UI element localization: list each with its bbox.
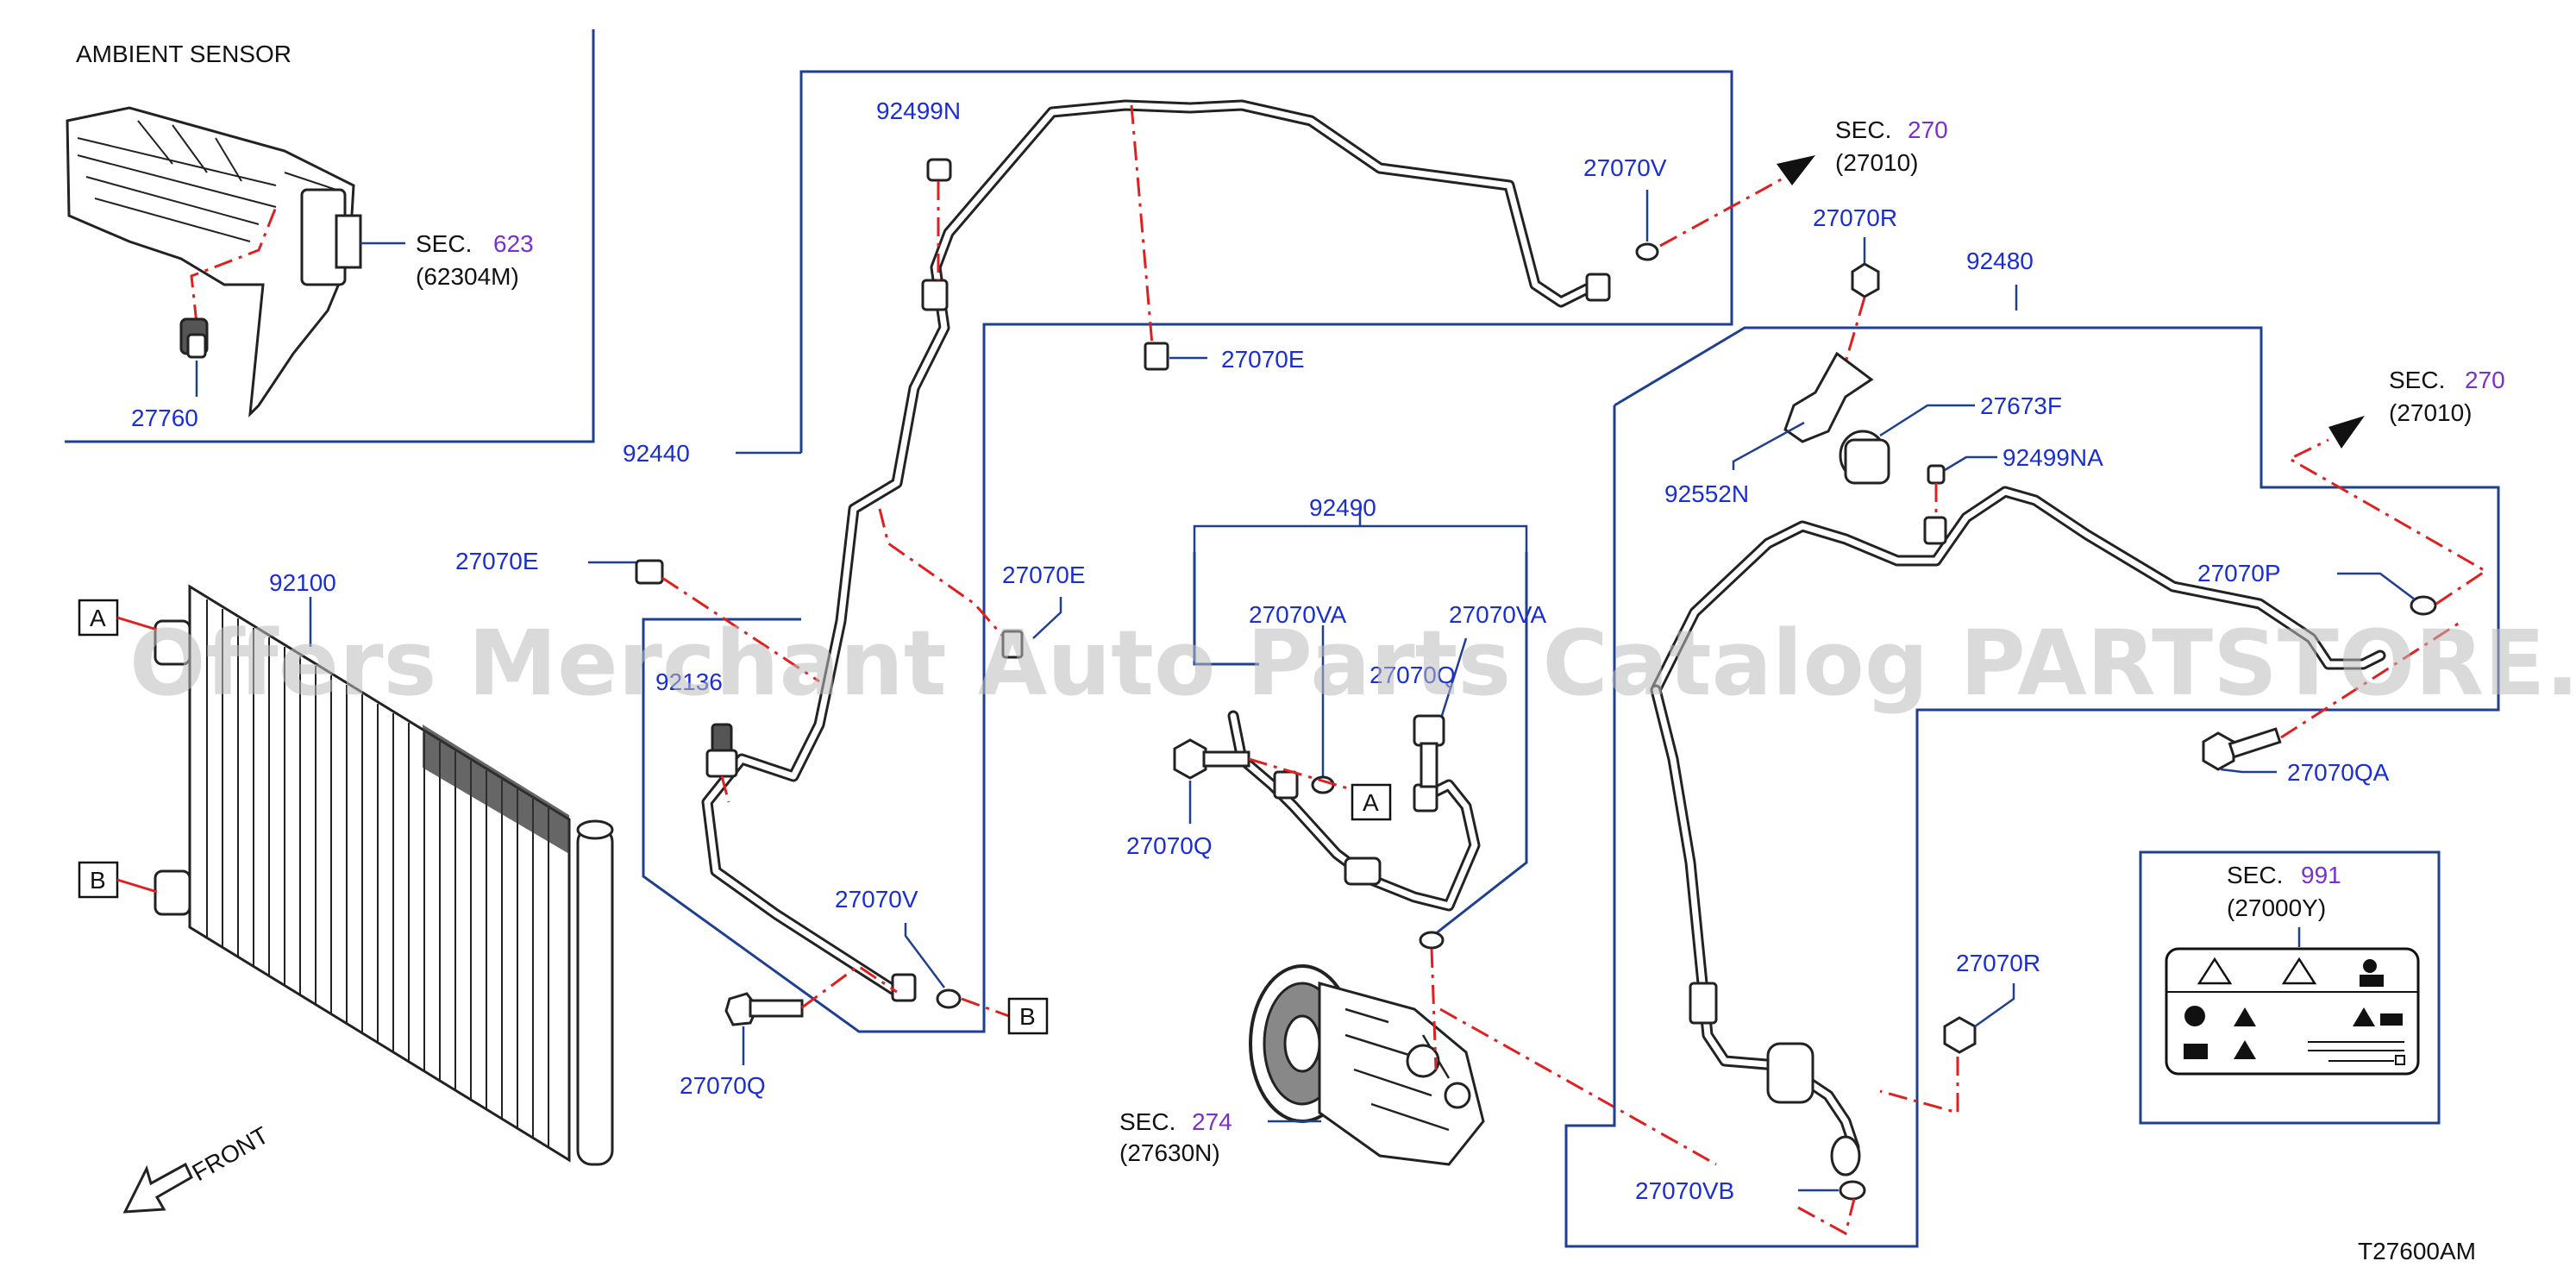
sec-274-ref: (27630N)	[1119, 1139, 1220, 1166]
oring-27070va-left	[1311, 775, 1335, 794]
diagram-code: T27600AM	[2358, 1238, 2476, 1264]
part-label-27070p[interactable]: 27070P	[2197, 560, 2281, 587]
part-label-27070q-bottom[interactable]: 27070Q	[680, 1072, 766, 1099]
warning-triangle-icon	[2197, 957, 2233, 985]
clip-27070e-left-group: 27070E	[455, 548, 820, 683]
ambient-sensor-inset: AMBIENT SENSOR 27760 SEC. 623 (62304M)	[65, 29, 595, 443]
sec-991-inset: SEC. 991 (27000Y)	[2139, 850, 2441, 1125]
part-label-27070e-mid[interactable]: 27070E	[1002, 562, 1086, 588]
clip-27070e-mid	[1001, 630, 1024, 659]
front-arrow: FRONT	[122, 1121, 273, 1214]
nut-27070r-bottom	[1943, 1016, 1977, 1054]
compressor	[1249, 964, 1485, 1166]
sec-274-prefix: SEC.	[1119, 1108, 1175, 1135]
caution-icon	[2234, 1007, 2256, 1026]
part-label-27070e-top[interactable]: 27070E	[1221, 346, 1305, 373]
ref-letter-b-left: B	[90, 867, 106, 894]
part-label-92100[interactable]: 92100	[269, 569, 336, 596]
oring-27070p	[2410, 595, 2437, 616]
part-label-27070q-center[interactable]: 27070Q	[1369, 662, 1456, 688]
part-label-27070vb[interactable]: 27070VB	[1635, 1177, 1734, 1204]
ref-letter-a-right: A	[1363, 789, 1379, 816]
sensor-dash	[190, 206, 278, 324]
sec-270-top-prefix: SEC.	[1835, 116, 1891, 143]
part-label-27673f[interactable]: 27673F	[1980, 392, 2062, 419]
arrow-to-sec-270-top	[1777, 155, 1815, 185]
clip-27070e-top	[1144, 342, 1169, 371]
person-icon	[2363, 959, 2377, 973]
ref-box-b-left	[78, 861, 119, 899]
part-label-27070va-right[interactable]: 27070VA	[1449, 601, 1546, 628]
ref-box-b-right	[1007, 997, 1049, 1035]
front-label: FRONT	[188, 1121, 273, 1186]
part-label-92499na[interactable]: 92499NA	[2003, 444, 2103, 471]
part-label-27070v-top[interactable]: 27070V	[1583, 154, 1667, 181]
caution-icon-right	[2353, 1007, 2375, 1026]
bolt-27070q-center	[1413, 714, 1445, 788]
gear-icon	[2184, 1006, 2205, 1026]
sec-991-number[interactable]: 991	[2301, 862, 2341, 888]
pipe-fitting-upper	[921, 279, 949, 311]
oil-can-icon	[2184, 1044, 2208, 1059]
condenser-mount-b	[154, 869, 191, 916]
part-label-27070r-bottom[interactable]: 27070R	[1956, 950, 2040, 976]
ref-letter-a-left: A	[90, 605, 106, 631]
group-92490: 92490 27070VA 27070VA 27070Q A 27070Q	[1126, 494, 1546, 950]
pipe-fitting-right	[1585, 273, 1611, 302]
part-label-92499n[interactable]: 92499N	[876, 97, 961, 124]
bumper-sketch	[66, 106, 362, 418]
sec-991-prefix: SEC.	[2227, 862, 2283, 888]
sec-270-top-number[interactable]: 270	[1908, 116, 1948, 143]
cap-92499n	[926, 158, 952, 182]
part-label-92440[interactable]: 92440	[623, 440, 690, 467]
nut-27070r-top	[1851, 262, 1880, 298]
pipe-fitting-lower	[891, 973, 917, 1002]
part-label-27070v-bottom[interactable]: 27070V	[835, 886, 918, 913]
sec-270-right-number[interactable]: 270	[2465, 367, 2505, 393]
group-92440: 92440 92499N 27070E 27070V SEC. 270 (270…	[623, 70, 1948, 1099]
oring-27070v-bottom	[936, 988, 962, 1009]
group-92480: 92480 27070R 92552N 27673F 92499NA 2707	[1564, 204, 2505, 1248]
oring-27070v-top	[1635, 242, 1659, 261]
arrow-to-sec-270-right	[2328, 416, 2365, 449]
oring-27070va-right	[1419, 931, 1445, 950]
ref-letter-b-right: B	[1019, 1003, 1036, 1030]
sec-274-number[interactable]: 274	[1192, 1108, 1232, 1135]
sec-623-number[interactable]: 623	[493, 230, 534, 257]
bracket-92552n	[1783, 351, 1874, 443]
sec-623-ref: (62304M)	[416, 263, 519, 290]
sec-991-ref: (27000Y)	[2227, 894, 2326, 921]
watermark-text: Offers Merchant Auto Parts Catalog PARTS…	[129, 611, 2576, 716]
part-label-92480[interactable]: 92480	[1966, 248, 2034, 274]
part-label-27070r-top[interactable]: 27070R	[1813, 204, 1897, 231]
part-label-27070va-left[interactable]: 27070VA	[1249, 601, 1346, 628]
part-label-27070e-left[interactable]: 27070E	[455, 548, 539, 574]
part-label-27070qa[interactable]: 27070QA	[2287, 759, 2390, 786]
ref-box-a-left	[78, 599, 119, 637]
part-label-27070q-left-center[interactable]: 27070Q	[1126, 832, 1213, 859]
ref-box-a-right	[1351, 783, 1392, 821]
sec-270-right-prefix: SEC.	[2389, 367, 2445, 393]
ambient-sensor-part	[179, 317, 209, 359]
flame-icon	[2281, 957, 2317, 985]
part-label-92136[interactable]: 92136	[655, 668, 723, 695]
cap-92499na	[1927, 464, 1946, 485]
sec-270-right-ref: (27010)	[2389, 399, 2473, 426]
ambient-sensor-title: AMBIENT SENSOR	[76, 41, 291, 67]
sec-270-top-ref: (27010)	[1835, 149, 1919, 176]
part-label-92490[interactable]: 92490	[1309, 494, 1376, 521]
condenser-mount-a	[154, 619, 191, 666]
bolt-27070qa	[2202, 727, 2282, 771]
part-label-92552n[interactable]: 92552N	[1664, 480, 1749, 507]
bolt-27070q-bottom	[724, 992, 804, 1026]
part-label-27760[interactable]: 27760	[131, 405, 198, 431]
sec-623-prefix: SEC.	[416, 230, 472, 257]
oring-27070vb	[1839, 1180, 1866, 1201]
warning-label-decal	[2165, 947, 2420, 1076]
condenser-92100	[154, 584, 614, 1166]
